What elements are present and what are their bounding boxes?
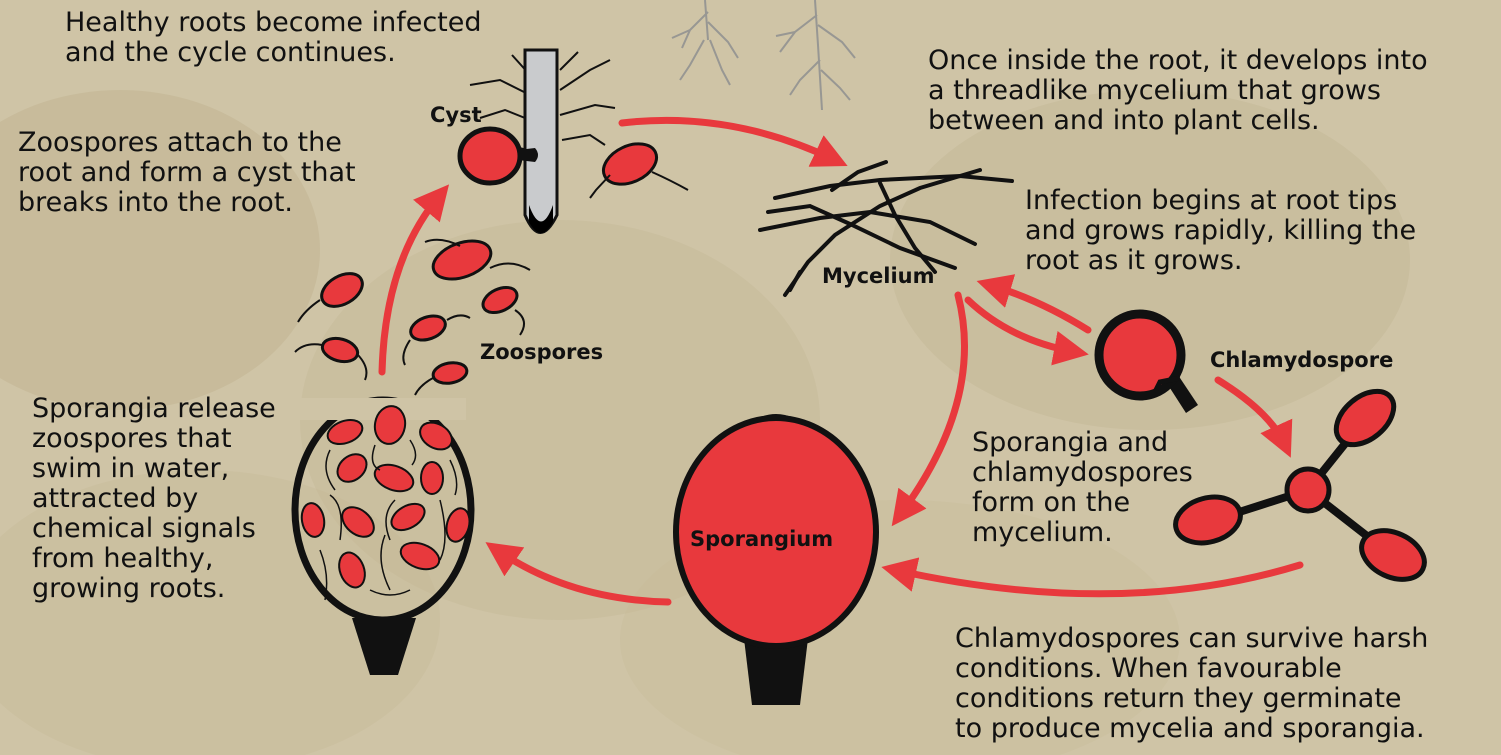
- arrow-zoospores-to-cyst: [382, 195, 440, 372]
- zoospores-swarm: [295, 234, 530, 395]
- releasing-sporangium: [295, 398, 473, 675]
- chlamydospore-illustration: [1099, 314, 1198, 413]
- caption-mycelium-develops: Once inside the root, it develops into a…: [928, 46, 1428, 136]
- label-cyst: Cyst: [430, 103, 482, 127]
- sporangium-illustration: [676, 414, 876, 705]
- arrow-germination-to-sporangium: [895, 565, 1300, 594]
- caption-chlamydospores-survive: Chlamydospores can survive harsh conditi…: [955, 624, 1428, 744]
- arrow-sporangium-to-release: [497, 550, 668, 602]
- background-roots-illustration: [672, 0, 855, 110]
- caption-sporangia-release: Sporangia release zoospores that swim in…: [32, 394, 276, 604]
- label-zoospores: Zoospores: [480, 340, 603, 364]
- caption-sporangia-form: Sporangia and chlamydospores form on the…: [972, 428, 1193, 548]
- label-mycelium: Mycelium: [822, 264, 935, 288]
- caption-zoospores-attach: Zoospores attach to the root and form a …: [18, 128, 356, 218]
- arrow-mycelium-to-sporangium: [900, 295, 965, 515]
- label-chlamydospore: Chlamydospore: [1210, 348, 1393, 372]
- label-sporangium: Sporangium: [690, 527, 833, 551]
- arrow-mycelium-to-chlamydospore: [968, 300, 1075, 352]
- caption-infection-begins: Infection begins at root tips and grows …: [1025, 186, 1416, 276]
- germinating-chlamydospore-illustration: [1170, 381, 1432, 589]
- caption-healthy-roots: Healthy roots become infected and the cy…: [65, 8, 482, 68]
- arrow-chlamydospore-to-germination: [1218, 380, 1285, 445]
